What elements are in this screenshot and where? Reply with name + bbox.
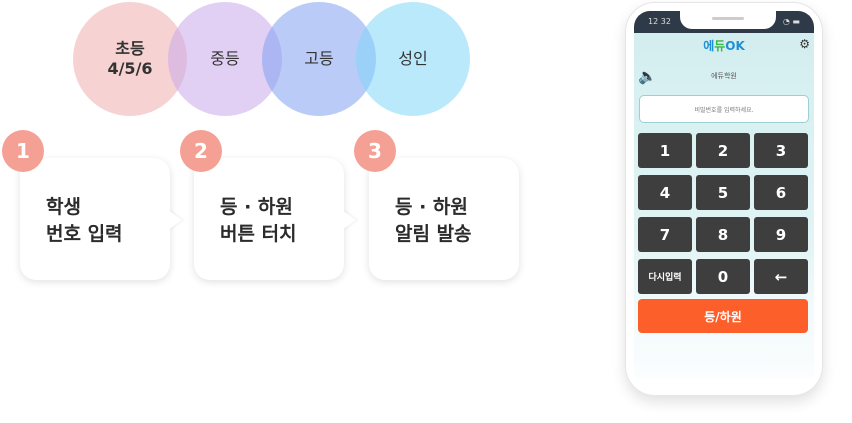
- key-8[interactable]: 8: [696, 217, 750, 252]
- status-bar: 12 32 ◔ ▬: [634, 11, 814, 33]
- arrow-tail: [168, 210, 182, 230]
- speaker-icon[interactable]: 🔈: [638, 67, 657, 85]
- wifi-battery-icon: ◔ ▬: [782, 17, 800, 26]
- step-badge: 3: [354, 130, 396, 172]
- step-badge: 2: [180, 130, 222, 172]
- key-1[interactable]: 1: [638, 133, 692, 168]
- key-4[interactable]: 4: [638, 175, 692, 210]
- password-input[interactable]: 비밀번호를 입력하세요.: [639, 95, 809, 123]
- circle-adult: 성인: [356, 2, 470, 116]
- circle-label: 초등 4/5/6: [107, 39, 153, 78]
- notch: [680, 11, 776, 29]
- step-badge: 1: [2, 130, 44, 172]
- status-time: 12 32: [648, 17, 671, 26]
- step-text: 학생 번호 입력: [46, 196, 123, 245]
- step-card: 등 · 하원 버튼 터치: [194, 158, 356, 280]
- attendance-submit-button[interactable]: 등/하원: [638, 299, 808, 333]
- key-7[interactable]: 7: [638, 217, 692, 252]
- key-3[interactable]: 3: [754, 133, 808, 168]
- circle-label: 성인: [398, 49, 428, 68]
- gear-icon[interactable]: ⚙: [799, 37, 810, 51]
- app-screen: 에듀OK ⚙ 🔈 에듀학원 비밀번호를 입력하세요. 1 2 3 4 5 6 7…: [634, 33, 814, 378]
- key-0[interactable]: 0: [696, 259, 750, 294]
- circle-label: 중등: [210, 49, 240, 68]
- backspace-key[interactable]: ←: [754, 259, 808, 294]
- phone-mockup: 12 32 ◔ ▬ 에듀OK ⚙ 🔈 에듀학원 비밀번호를 입력하세요. 1 2…: [625, 2, 823, 396]
- step-text: 등 · 하원 버튼 터치: [220, 196, 297, 245]
- step-card: 등 · 하원 알림 발송: [369, 158, 519, 280]
- reset-key[interactable]: 다시입력: [638, 259, 692, 294]
- keypad: 1 2 3 4 5 6 7 8 9 다시입력 0 ←: [638, 133, 808, 294]
- key-9[interactable]: 9: [754, 217, 808, 252]
- key-6[interactable]: 6: [754, 175, 808, 210]
- academy-name: 에듀학원: [711, 72, 737, 80]
- arrow-tail: [342, 210, 356, 230]
- circle-label: 고등: [304, 49, 334, 68]
- key-2[interactable]: 2: [696, 133, 750, 168]
- step-card: 학생 번호 입력: [20, 158, 182, 280]
- step-text: 등 · 하원 알림 발송: [395, 196, 472, 245]
- app-logo: 에듀OK: [703, 39, 745, 53]
- key-5[interactable]: 5: [696, 175, 750, 210]
